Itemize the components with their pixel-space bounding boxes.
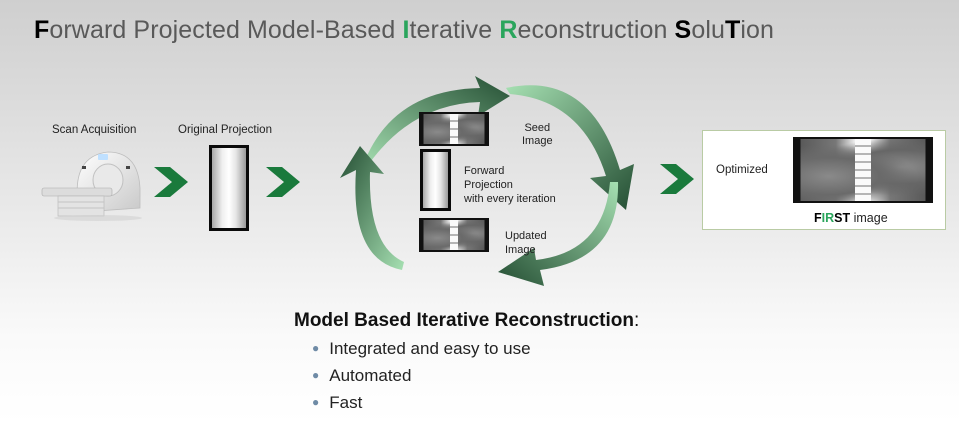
title-segment: R	[499, 16, 518, 44]
bullet-item: ● Fast	[312, 393, 362, 413]
forward-label-line1: Forward	[464, 165, 505, 177]
bullet-dot-icon: ●	[312, 395, 320, 409]
title-segment: econstruction	[517, 16, 675, 44]
cycle-arrow-top	[362, 76, 510, 168]
updated-image	[419, 218, 489, 252]
title-segment: orward Projected Model-Based	[49, 16, 403, 44]
bullet-item: ● Automated	[312, 366, 411, 386]
mbir-heading-text: Model Based Iterative Reconstruction	[294, 310, 634, 331]
bullet-dot-icon: ●	[312, 341, 320, 355]
title-segment: T	[725, 16, 741, 44]
first-image	[793, 137, 933, 203]
bullet-text: Automated	[329, 366, 412, 385]
mbir-heading: Model Based Iterative Reconstruction:	[294, 310, 639, 332]
cycle-arrow-bottom	[498, 182, 619, 286]
title-segment: ion	[740, 16, 775, 44]
bullet-item: ● Integrated and easy to use	[312, 339, 531, 359]
title-segment: terative	[409, 16, 500, 44]
slide-title: Forward Projected Model-Based Iterative …	[34, 16, 774, 45]
updated-image-label: Updated Image	[505, 229, 547, 257]
mbir-heading-colon: :	[633, 310, 640, 331]
bullet-dot-icon: ●	[312, 368, 320, 382]
forward-projection-image	[420, 149, 451, 211]
title-segment: S	[674, 16, 692, 44]
first-caption-segment: ST	[834, 211, 851, 225]
optimized-label: Optimized	[716, 164, 768, 176]
cycle-arrow-left	[340, 146, 404, 270]
first-image-caption: FIRST image	[814, 211, 888, 225]
original-projection-label: Original Projection	[178, 124, 272, 136]
title-segment: I	[402, 16, 410, 44]
iteration-cycle-arrows	[330, 60, 650, 304]
seed-label-line1: Seed	[524, 122, 551, 134]
chevron-right-icon	[266, 167, 300, 197]
seed-label-line2: Image	[522, 135, 553, 147]
original-projection-image	[209, 145, 249, 231]
updated-label-line2: Image	[505, 244, 536, 256]
chevron-right-icon	[154, 167, 188, 197]
forward-label-line3: with every iteration	[464, 193, 556, 205]
forward-projection-label: Forward Projection with every iteration	[464, 164, 556, 206]
scan-acquisition-label: Scan Acquisition	[52, 124, 137, 136]
title-segment: F	[34, 16, 50, 44]
seed-image	[419, 112, 489, 146]
title-segment: olu	[691, 16, 725, 44]
chevron-right-icon	[660, 164, 694, 194]
ct-scanner-icon	[38, 146, 142, 222]
first-caption-segment: F	[814, 211, 822, 225]
updated-label-line1: Updated	[505, 230, 547, 242]
first-caption-segment: IR	[821, 211, 835, 225]
bullet-text: Integrated and easy to use	[329, 339, 531, 358]
bullet-text: Fast	[329, 393, 363, 412]
forward-label-line2: Projection	[464, 179, 513, 191]
cycle-arrow-right	[506, 85, 634, 210]
first-caption-segment: image	[850, 211, 888, 225]
seed-image-label: Seed Image	[522, 122, 553, 148]
